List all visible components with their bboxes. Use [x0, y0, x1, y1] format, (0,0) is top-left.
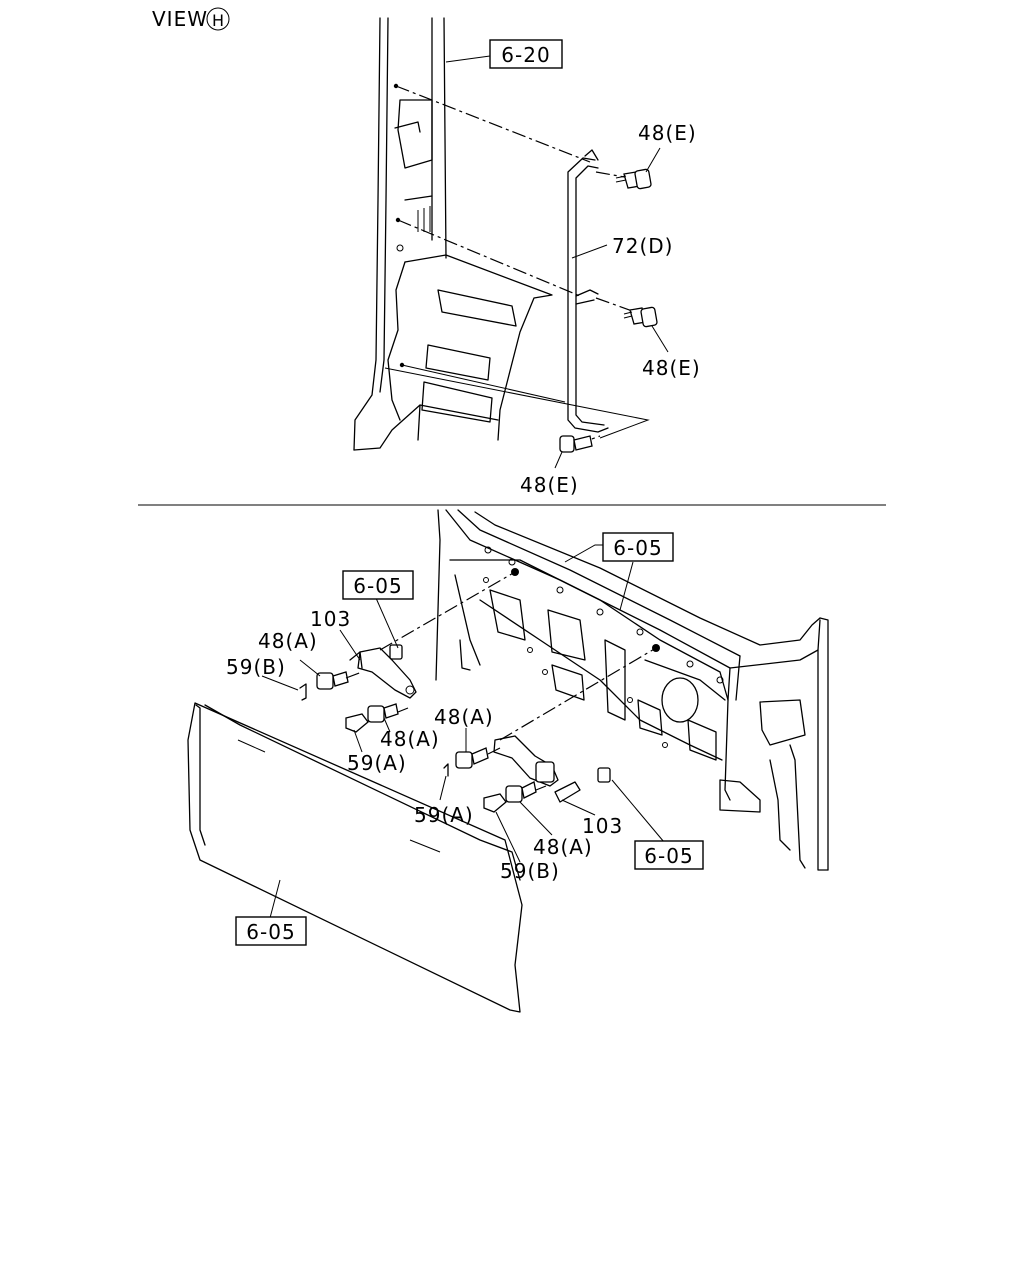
leaders-top	[445, 55, 669, 469]
clip-59b-left	[299, 683, 307, 701]
clip-59b-right	[483, 793, 507, 813]
svg-text:6-05: 6-05	[353, 574, 402, 598]
bolt-48a-left-1	[316, 671, 349, 690]
grab-rail	[567, 149, 609, 433]
label-48a-right-1: 48(A)	[434, 705, 494, 729]
alignment-lines-top	[384, 85, 650, 446]
label-103-left: 103	[310, 607, 351, 631]
ref-box-6-05-right: 6-05	[634, 840, 704, 870]
svg-text:6-05: 6-05	[246, 920, 295, 944]
front-grille-panel	[187, 702, 523, 1013]
hinge-left	[349, 644, 417, 699]
label-59a-right: 59(A)	[414, 803, 474, 827]
bolt-48a-right-2	[505, 781, 537, 803]
clip-59a-right	[443, 763, 449, 777]
label-72d: 72(D)	[612, 234, 673, 258]
label-59b-left: 59(B)	[226, 655, 286, 679]
svg-text:6-05: 6-05	[644, 844, 693, 868]
ref-box-6-05-left: 6-05	[342, 570, 414, 600]
label-48e-2: 48(E)	[642, 356, 701, 380]
bolt-48a-left-2	[367, 703, 399, 723]
svg-text:6-05: 6-05	[613, 536, 662, 560]
bolt-48e-mid	[623, 306, 658, 328]
label-48a-left-2: 48(A)	[380, 727, 440, 751]
bolt-48e-top	[615, 168, 652, 190]
front-body-structure	[435, 509, 829, 871]
ref-box-6-20: 6-20	[489, 39, 563, 69]
bolt-48a-right-1	[455, 747, 489, 769]
view-label: VIEW	[152, 7, 208, 31]
label-103-right: 103	[582, 814, 623, 838]
bolt-48e-low	[559, 435, 593, 453]
label-59b-right: 59(B)	[500, 859, 560, 883]
label-48e-1: 48(E)	[638, 121, 697, 145]
hinge-right	[493, 735, 611, 803]
view-mark: H	[212, 11, 224, 30]
pillar-assembly	[353, 17, 553, 451]
leaders-bottom	[261, 544, 665, 919]
ref-box-6-05-top: 6-05	[602, 532, 674, 562]
label-48a-right-2: 48(A)	[533, 835, 593, 859]
svg-text:6-20: 6-20	[501, 43, 550, 67]
label-59a-left: 59(A)	[347, 751, 407, 775]
clip-59a-left	[345, 713, 369, 733]
view-header: VIEW H	[152, 7, 230, 31]
ref-box-6-05-bottom: 6-05	[235, 916, 307, 946]
label-48e-3: 48(E)	[520, 473, 579, 497]
view-mark-circle	[206, 7, 230, 31]
alignment-lines-bottom	[345, 571, 657, 791]
label-48a-left-1: 48(A)	[258, 629, 318, 653]
